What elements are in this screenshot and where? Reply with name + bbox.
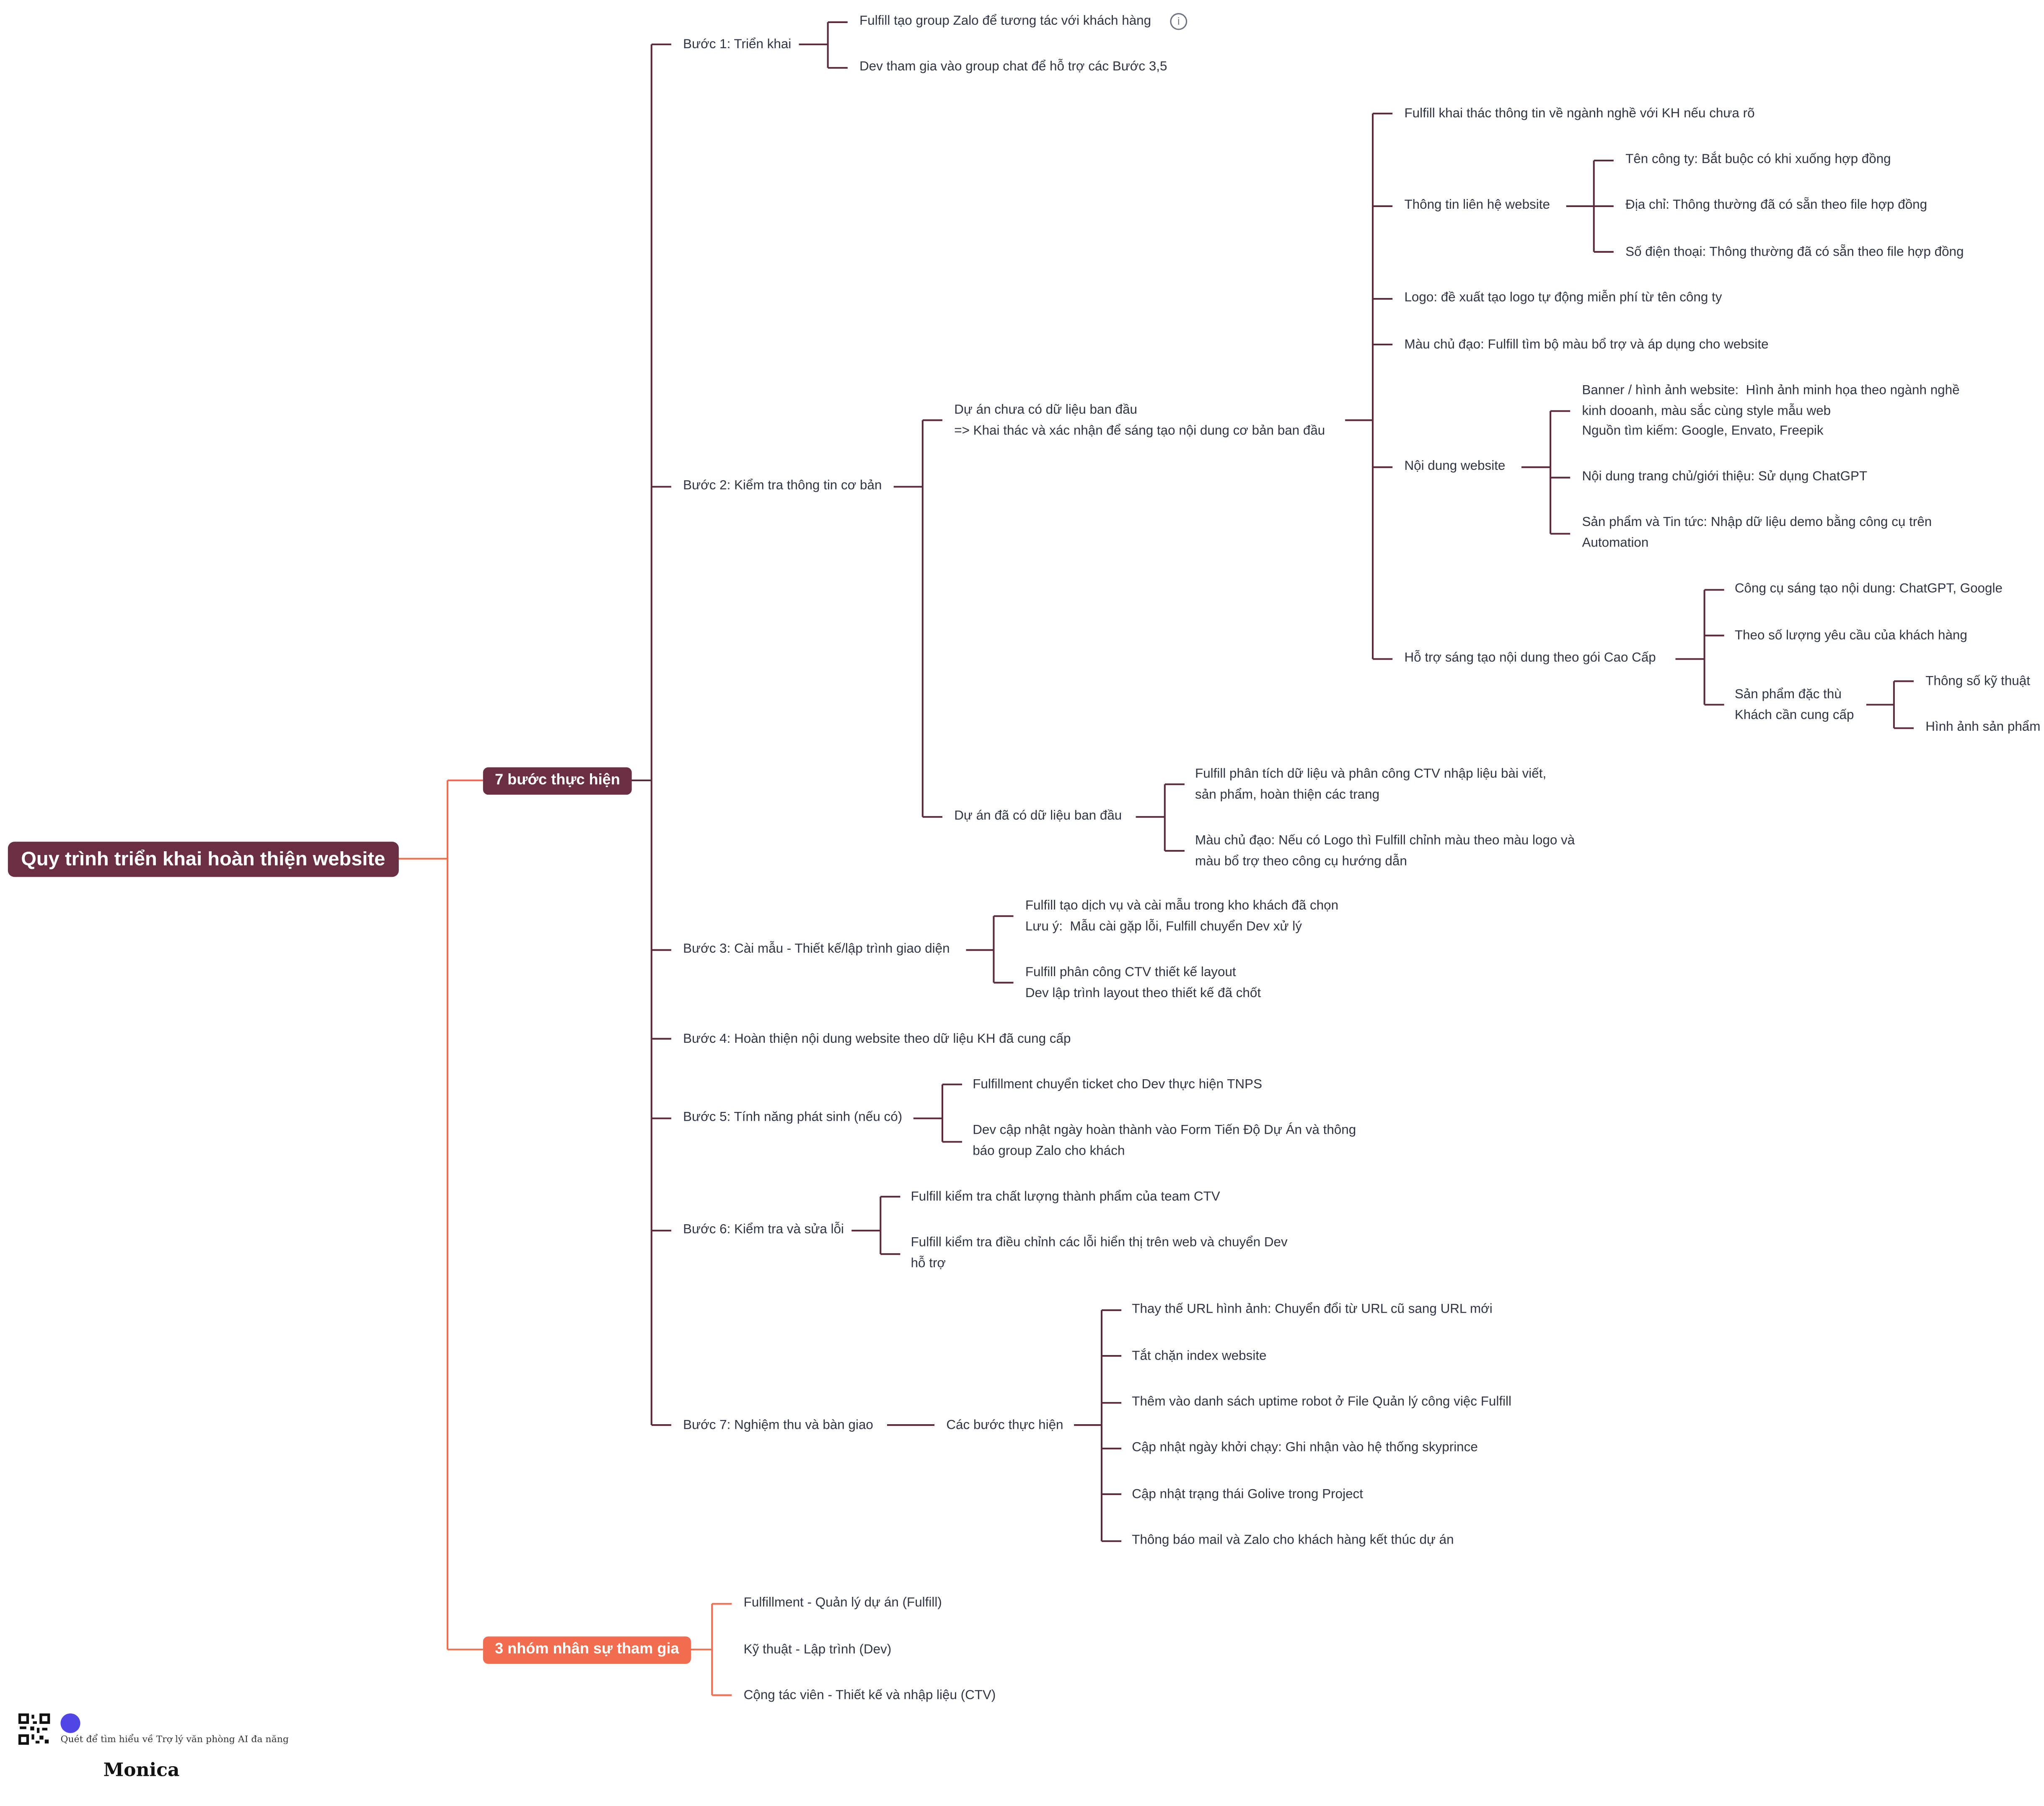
premium-tools[interactable]: Công cụ sáng tạo nội dung: ChatGPT, Goog… <box>1734 582 2003 596</box>
content-products-news[interactable]: Sản phẩm và Tin tức: Nhập dữ liệu demo b… <box>1582 515 1932 550</box>
step3-child-1[interactable]: Fulfill tạo dịch vụ và cài mẫu trong kho… <box>1025 899 1339 934</box>
step7-child-6[interactable]: Thông báo mail và Zalo cho khách hàng kế… <box>1132 1533 1454 1548</box>
step6-child-1[interactable]: Fulfill kiểm tra chất lượng thành phẩm c… <box>911 1190 1220 1205</box>
team-fulfill[interactable]: Fulfillment - Quản lý dự án (Fulfill) <box>743 1596 942 1611</box>
step2a-premium-node[interactable]: Hỗ trợ sáng tạo nội dung theo gói Cao Cấ… <box>1404 651 1656 666</box>
step2a-child-industry[interactable]: Fulfill khai thác thông tin về ngành ngh… <box>1404 107 1755 122</box>
step2a-content-node[interactable]: Nội dung website <box>1404 459 1506 474</box>
step7-sub-node[interactable]: Các bước thực hiện <box>946 1418 1063 1433</box>
step5-node[interactable]: Bước 5: Tính năng phát sinh (nếu có) <box>683 1110 903 1125</box>
step1-child-1[interactable]: Fulfill tạo group Zalo để tương tác với … <box>859 14 1151 29</box>
step7-child-2[interactable]: Tắt chặn index website <box>1132 1349 1267 1364</box>
special-specs[interactable]: Thông số kỹ thuật <box>1925 674 2030 689</box>
connector-lines <box>393 21 1914 1696</box>
content-banner[interactable]: Banner / hình ảnh website: Hình ảnh minh… <box>1582 383 1960 439</box>
step7-node[interactable]: Bước 7: Nghiệm thu và bàn giao <box>683 1418 873 1433</box>
root-topic[interactable]: Quy trình triển khai hoàn thiện website <box>8 842 398 877</box>
step2-node[interactable]: Bước 2: Kiểm tra thông tin cơ bản <box>683 479 882 493</box>
qr-code-icon <box>17 1712 52 1746</box>
step6-node[interactable]: Bước 6: Kiểm tra và sửa lỗi <box>683 1223 844 1237</box>
step5-child-1[interactable]: Fulfillment chuyển ticket cho Dev thực h… <box>973 1078 1263 1093</box>
team-ctv[interactable]: Cộng tác viên - Thiết kế và nhập liệu (C… <box>743 1688 996 1703</box>
step7-child-5[interactable]: Cập nhật trạng thái Golive trong Project <box>1132 1487 1363 1502</box>
contact-phone[interactable]: Số điện thoại: Thông thường đã có sẵn th… <box>1625 245 1964 260</box>
step2a-color[interactable]: Màu chủ đạo: Fulfill tìm bộ màu bổ trợ v… <box>1404 338 1769 352</box>
info-icon[interactable]: i <box>1170 13 1188 30</box>
contact-company[interactable]: Tên công ty: Bắt buộc có khi xuống hợp đ… <box>1625 153 1891 167</box>
step1-node[interactable]: Bước 1: Triển khai <box>683 38 792 52</box>
step6-child-2[interactable]: Fulfill kiểm tra điều chỉnh các lỗi hiển… <box>911 1236 1288 1271</box>
step2-no-data-node[interactable]: Dự án chưa có dữ liệu ban đầu => Khai th… <box>954 403 1325 438</box>
step3-child-2[interactable]: Fulfill phân công CTV thiết kế layout De… <box>1025 966 1261 1000</box>
step1-child-2[interactable]: Dev tham gia vào group chat để hỗ trợ cá… <box>859 60 1167 75</box>
step7-child-3[interactable]: Thêm vào danh sách uptime robot ở File Q… <box>1132 1395 1511 1410</box>
team-dev[interactable]: Kỹ thuật - Lập trình (Dev) <box>743 1643 892 1658</box>
step2a-logo[interactable]: Logo: đề xuất tạo logo tự động miễn phí … <box>1404 291 1722 306</box>
step2a-contact-node[interactable]: Thông tin liên hệ website <box>1404 198 1550 213</box>
content-homepage[interactable]: Nội dung trang chủ/giới thiệu: Sử dụng C… <box>1582 469 1868 485</box>
step2b-child-2[interactable]: Màu chủ đạo: Nếu có Logo thì Fulfill chỉ… <box>1195 834 1575 869</box>
step5-child-2[interactable]: Dev cập nhật ngày hoàn thành vào Form Ti… <box>973 1123 1356 1158</box>
mindmap-canvas: Quy trình triển khai hoàn thiện website … <box>8 13 2041 1781</box>
premium-quantity[interactable]: Theo số lượng yêu cầu của khách hàng <box>1734 629 1967 644</box>
step7-child-4[interactable]: Cập nhật ngày khởi chạy: Ghi nhận vào hệ… <box>1132 1441 1478 1455</box>
step2b-child-1[interactable]: Fulfill phân tích dữ liệu và phân công C… <box>1195 767 1547 802</box>
step3-node[interactable]: Bước 3: Cài mẫu - Thiết kế/lập trình gia… <box>683 942 950 957</box>
premium-special-products[interactable]: Sản phẩm đặc thù Khách cần cung cấp <box>1734 687 1854 723</box>
step2-has-data-node[interactable]: Dự án đã có dữ liệu ban đầu <box>954 809 1122 824</box>
branch-3-teams[interactable]: 3 nhóm nhân sự tham gia <box>483 1636 691 1664</box>
step7-child-1[interactable]: Thay thế URL hình ảnh: Chuyển đổi từ URL… <box>1132 1302 1493 1317</box>
brand-tagline: Quét để tìm hiểu về Trợ lý văn phòng AI … <box>60 1734 289 1745</box>
brand-name: Monica <box>60 1712 180 1806</box>
contact-address[interactable]: Địa chỉ: Thông thường đã có sẵn theo fil… <box>1625 198 1928 213</box>
special-images[interactable]: Hình ảnh sản phẩm <box>1925 720 2041 735</box>
branch-7-steps[interactable]: 7 bước thực hiện <box>483 767 632 795</box>
monica-logo-icon <box>60 1713 80 1733</box>
step4-node[interactable]: Bước 4: Hoàn thiện nội dung website theo… <box>683 1032 1071 1047</box>
